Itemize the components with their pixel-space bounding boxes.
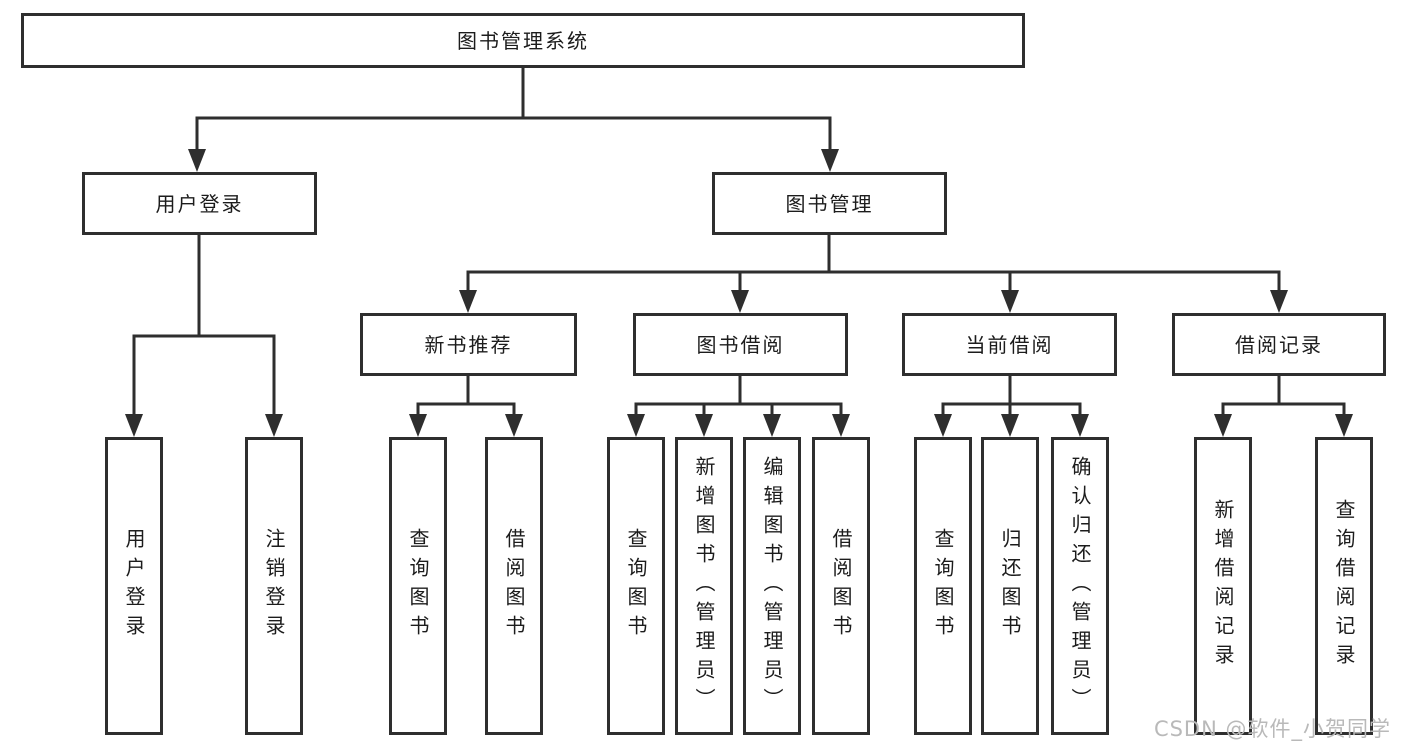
leaf-user-login: 用户登录 xyxy=(105,437,163,735)
node-root: 图书管理系统 xyxy=(21,13,1025,68)
leaf-borrow-books: 借阅图书 xyxy=(485,437,543,735)
arrow-down-icon xyxy=(934,414,952,437)
leaf-query-books: 查询图书 xyxy=(607,437,665,735)
connector-paths xyxy=(132,68,1346,418)
leaf-borrow-books: 借阅图书 xyxy=(812,437,870,735)
arrow-down-icon xyxy=(125,414,143,437)
csdn-watermark: CSDN @软件_小贺同学 xyxy=(1153,717,1391,741)
arrow-down-icon xyxy=(1270,290,1288,313)
leaf-add-book-admin: 新增图书（管理员） xyxy=(675,437,733,735)
arrow-down-icon xyxy=(763,414,781,437)
arrow-down-icon xyxy=(1071,414,1089,437)
node-book-management: 图书管理 xyxy=(712,172,947,235)
node-borrowing-records: 借阅记录 xyxy=(1172,313,1386,376)
node-new-book-recommend: 新书推荐 xyxy=(360,313,577,376)
leaf-add-borrow-record: 新增借阅记录 xyxy=(1194,437,1252,735)
arrow-down-icon xyxy=(821,149,839,172)
node-user-login: 用户登录 xyxy=(82,172,317,235)
arrow-down-icon xyxy=(505,414,523,437)
arrow-down-icon xyxy=(731,290,749,313)
arrow-down-icon xyxy=(459,290,477,313)
leaf-return-books: 归还图书 xyxy=(981,437,1039,735)
leaf-query-books: 查询图书 xyxy=(389,437,447,735)
arrow-down-icon xyxy=(627,414,645,437)
arrowheads xyxy=(125,149,1353,437)
arrow-down-icon xyxy=(409,414,427,437)
arrow-down-icon xyxy=(832,414,850,437)
arrow-down-icon xyxy=(265,414,283,437)
arrow-down-icon xyxy=(695,414,713,437)
arrow-down-icon xyxy=(1335,414,1353,437)
leaf-confirm-return-admin: 确认归还（管理员） xyxy=(1051,437,1109,735)
arrow-down-icon xyxy=(1001,290,1019,313)
node-book-borrowing: 图书借阅 xyxy=(633,313,848,376)
arrow-down-icon xyxy=(188,149,206,172)
leaf-logout: 注销登录 xyxy=(245,437,303,735)
leaf-query-books: 查询图书 xyxy=(914,437,972,735)
arrow-down-icon xyxy=(1001,414,1019,437)
node-current-borrowing: 当前借阅 xyxy=(902,313,1117,376)
leaf-edit-book-admin: 编辑图书（管理员） xyxy=(743,437,801,735)
leaf-query-borrow-record: 查询借阅记录 xyxy=(1315,437,1373,735)
arrow-down-icon xyxy=(1214,414,1232,437)
